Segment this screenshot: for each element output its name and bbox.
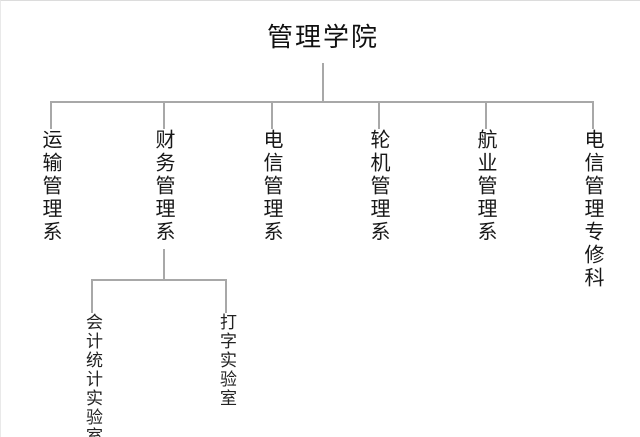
- connector-drop-lab1: [91, 279, 93, 313]
- connector-root-stem: [322, 63, 324, 102]
- connector-drop-dept5: [485, 101, 487, 129]
- connector-drop-lab2: [225, 279, 227, 313]
- node-dept-financial-management: 财务管理系: [152, 129, 176, 244]
- node-dept-shipping-management: 航业管理系: [474, 129, 498, 244]
- node-lab-typing: 打字实验室: [216, 313, 236, 408]
- node-dept-transportation-management: 运输管理系: [39, 129, 63, 244]
- connector-level2-bus: [91, 279, 227, 281]
- connector-level1-bus: [50, 101, 594, 103]
- connector-dept2-stem: [163, 249, 165, 280]
- node-lab-accounting-statistics: 会计统计实验室: [82, 313, 102, 437]
- root-node-title: 管理学院: [266, 23, 379, 53]
- connector-drop-dept3: [271, 101, 273, 129]
- connector-drop-dept4: [378, 101, 380, 129]
- node-dept-marine-engineering-management: 轮机管理系: [367, 129, 391, 244]
- node-dept-telecom-management-special-program: 电信管理专修科: [581, 129, 605, 290]
- connector-drop-dept1: [50, 101, 52, 129]
- node-dept-telecom-management: 电信管理系: [260, 129, 284, 244]
- connector-drop-dept2: [163, 101, 165, 129]
- connector-drop-dept6: [592, 101, 594, 129]
